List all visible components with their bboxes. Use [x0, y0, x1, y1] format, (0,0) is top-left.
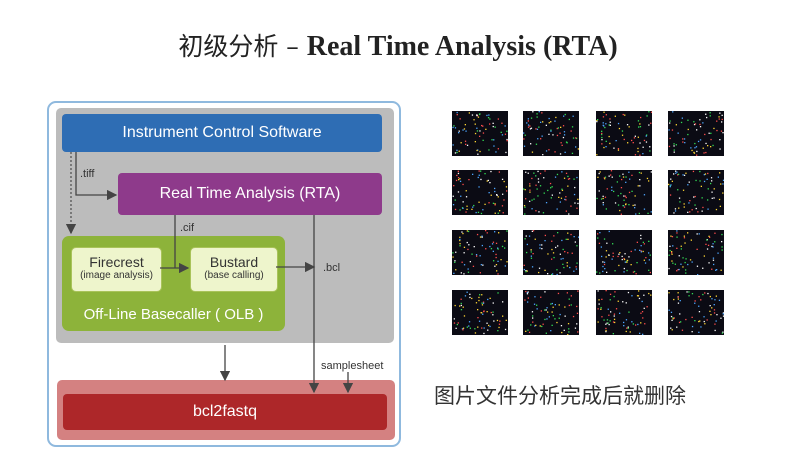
bustard-box: Bustard (base calling): [190, 247, 278, 292]
image-tile: [523, 230, 580, 276]
image-tile: [668, 230, 724, 276]
image-tile: [668, 111, 724, 156]
image-tile: [596, 170, 652, 215]
bcl2fastq-box: bcl2fastq: [63, 394, 387, 430]
tiff-label: .tiff: [80, 168, 95, 180]
image-tile: [523, 111, 579, 156]
firecrest-title: Firecrest: [89, 254, 144, 270]
firecrest-box: Firecrest (image analysis): [71, 247, 162, 292]
image-tile: [596, 111, 653, 156]
title-prefix: 初级分析 –: [178, 32, 307, 61]
image-tile: [523, 170, 579, 215]
rta-box: Real Time Analysis (RTA): [118, 173, 382, 215]
image-tile: [452, 230, 508, 275]
cif-label: .cif: [180, 222, 195, 234]
instrument-control-box: Instrument Control Software: [62, 114, 382, 152]
bustard-title: Bustard: [209, 254, 259, 270]
firecrest-subtitle: (image analysis): [80, 270, 153, 281]
image-tile: [596, 290, 652, 335]
caption: 图片文件分析完成后就删除: [434, 384, 686, 408]
tiff-arrow: [75, 152, 118, 201]
image-tile: [452, 111, 508, 156]
bcl-label: .bcl: [323, 262, 341, 274]
image-tile: [668, 290, 725, 335]
samplesheet-label: samplesheet: [321, 360, 384, 372]
title-bold: Real Time Analysis (RTA): [306, 31, 618, 62]
bustard-subtitle: (base calling): [204, 270, 264, 281]
olb-label: Off-Line Basecaller ( OLB ): [83, 306, 264, 323]
slide-title: 初级分析 – Real Time Analysis (RTA): [0, 27, 796, 63]
image-tile: [668, 170, 725, 215]
image-tile: [596, 230, 652, 275]
image-tile: [452, 290, 508, 335]
image-tile: [452, 170, 508, 215]
image-tile: [523, 290, 579, 336]
